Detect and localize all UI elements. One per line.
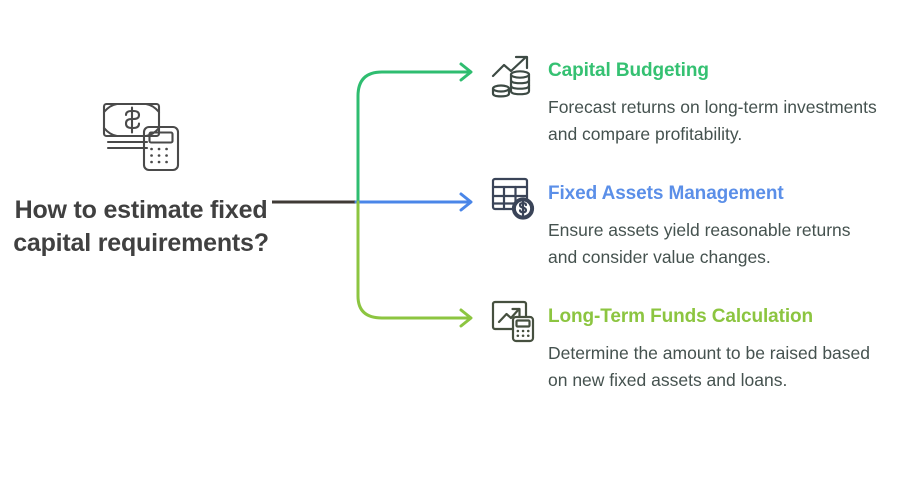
spreadsheet-dollar-coin-icon	[491, 177, 535, 220]
branch-body-long-term-funds-calculation: Determine the amount to be raised based …	[548, 343, 870, 390]
branch-heading-long-term-funds-calculation: Long-Term Funds Calculation	[548, 306, 814, 327]
branch-body-capital-budgeting: Forecast returns on long-term investment…	[548, 97, 877, 144]
growth-chart-coins-icon	[491, 55, 531, 98]
page-title: How to estimate fixed capital requiremen…	[13, 196, 269, 258]
topic-block: How to estimate fixed capital requiremen…	[12, 100, 270, 261]
money-calculator-icon	[102, 102, 180, 172]
branch-list: Capital Budgeting Forecast returns on lo…	[489, 0, 889, 486]
connector-branch-1	[356, 62, 473, 204]
connector-branch-3	[356, 200, 473, 328]
branch-heading-fixed-assets-management: Fixed Assets Management	[548, 183, 784, 204]
chart-calculator-icon	[491, 300, 535, 343]
branch-heading-capital-budgeting: Capital Budgeting	[548, 60, 709, 81]
branch-body-fixed-assets-management: Ensure assets yield reasonable returns a…	[548, 220, 851, 267]
connector-branch-2	[354, 192, 473, 212]
